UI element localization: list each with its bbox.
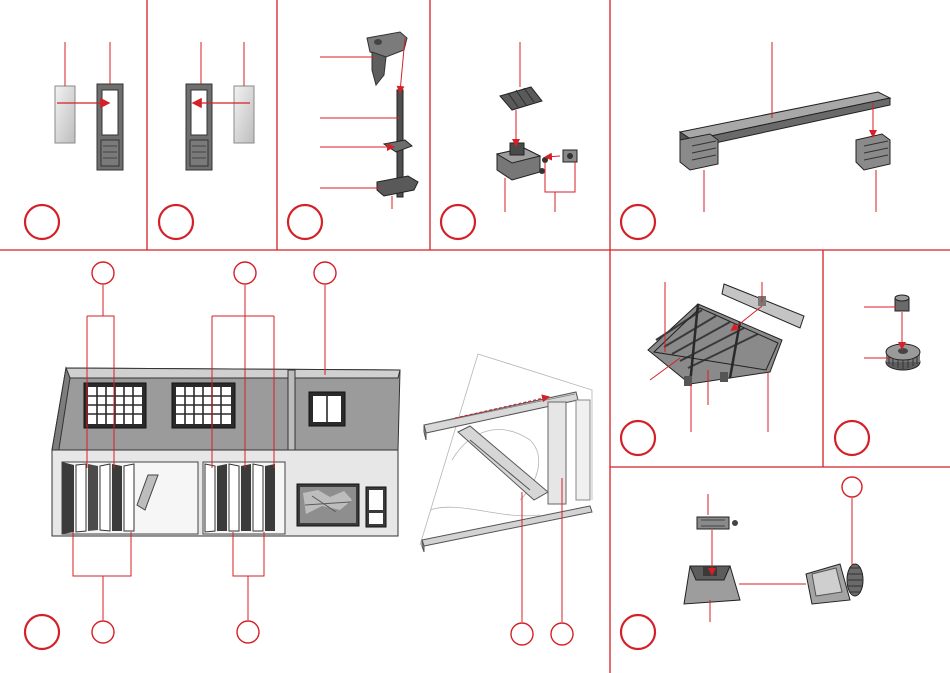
office-window (309, 392, 345, 426)
crane-frame-detail (420, 354, 592, 645)
step-1-panel (25, 42, 123, 239)
step-2-marker (159, 205, 193, 239)
table-part (384, 140, 412, 152)
partition-wall-part (288, 370, 295, 455)
door-frame-part (186, 84, 212, 170)
step-4-marker (441, 205, 475, 239)
callout-door-b (237, 621, 259, 643)
step-5-marker (621, 205, 655, 239)
callout-office (314, 262, 336, 284)
step-2-panel (159, 42, 254, 239)
workshop-window-right (172, 383, 235, 428)
motor-housing-part (806, 564, 863, 604)
callout-window-a (92, 262, 114, 284)
step-3-panel (288, 32, 418, 239)
workshop-window-left (84, 383, 146, 428)
step-5-panel (621, 42, 890, 239)
step-9-marker (621, 615, 655, 649)
step-3-marker (288, 205, 322, 239)
pulley-wheel-part (886, 344, 920, 370)
step-1-marker (25, 205, 59, 239)
step-6-panel (25, 262, 400, 649)
base-rail-part (422, 506, 592, 552)
door-frame-part (97, 84, 123, 170)
drawer-cabinet-left-part (680, 134, 718, 170)
callout-post (551, 623, 573, 645)
pulley-cap-part (895, 295, 909, 311)
step-4-panel (441, 42, 577, 239)
support-post-part (548, 402, 566, 504)
callout-window-b (234, 262, 256, 284)
shop-window (297, 484, 359, 526)
drawer-cabinet-right-part (856, 134, 890, 170)
step-7-marker (621, 421, 655, 455)
vise-block-part (497, 143, 548, 180)
step-9-panel (621, 477, 863, 649)
motor-part (697, 517, 738, 529)
base-part (377, 176, 418, 196)
step-8-marker (835, 421, 869, 455)
truss-grid-part (648, 304, 782, 386)
clamp-part (563, 150, 577, 162)
callout-door-a (92, 621, 114, 643)
glass-pane-part (55, 86, 75, 143)
callout-housing (842, 477, 862, 497)
battery-pack-part (500, 87, 542, 110)
glass-pane-part (234, 86, 254, 143)
callout-arm (511, 623, 533, 645)
entry-door (366, 487, 386, 527)
step-8-panel (835, 295, 920, 455)
step-7-panel (621, 282, 804, 455)
step-6-marker (25, 615, 59, 649)
crane-arm-part (458, 426, 548, 500)
